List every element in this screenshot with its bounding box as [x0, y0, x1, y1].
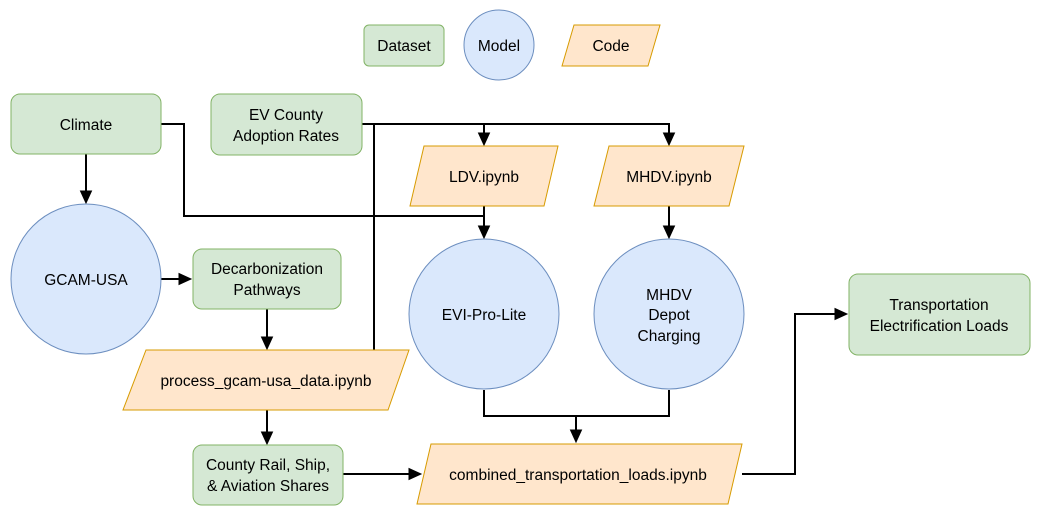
legend-model-label: Model — [478, 38, 520, 55]
edge-process-gcam-to-county-rail — [260, 410, 274, 446]
gcam-label: GCAM-USA — [44, 272, 128, 289]
evi-pro-label: EVI-Pro-Lite — [442, 307, 526, 324]
ev-county-label-line-2: Adoption Rates — [233, 128, 339, 145]
mhdv-depot-label-line-2: Depot — [648, 307, 690, 324]
mhdv-depot-label-line-1: MHDV — [646, 287, 692, 304]
edge-decarbonization-to-process-gcam — [260, 309, 274, 351]
edge-climate-to-gcam — [79, 154, 93, 205]
node-mhdv-depot-charging: MHDV Depot Charging — [593, 238, 745, 390]
node-decarbonization-pathways: Decarbonization Pathways — [192, 248, 342, 310]
node-ldv-ipynb: LDV.ipynb — [409, 145, 559, 207]
county-rail-label-line-1: County Rail, Ship, — [206, 457, 330, 474]
legend-model: Model — [463, 9, 535, 81]
node-transportation-electrification-loads: Transportation Electrification Loads — [848, 273, 1031, 356]
transport-loads-label-line-1: Transportation — [889, 297, 988, 314]
mhdv-depot-label-line-3: Charging — [638, 328, 701, 345]
ldv-label: LDV.ipynb — [449, 169, 519, 186]
decarb-label-line-2: Pathways — [233, 282, 300, 299]
node-combined-transportation-loads-ipynb: combined_transportation_loads.ipynb — [416, 443, 743, 505]
node-county-rail-ship-aviation-shares: County Rail, Ship, & Aviation Shares — [192, 444, 344, 506]
climate-label: Climate — [60, 117, 113, 134]
decarb-label-line-1: Decarbonization — [211, 261, 323, 278]
combined-label: combined_transportation_loads.ipynb — [449, 467, 707, 484]
ev-county-label-line-1: EV County — [249, 107, 323, 124]
transport-loads-label-line-2: Electrification Loads — [870, 318, 1009, 335]
node-gcam-usa: GCAM-USA — [10, 203, 162, 355]
edge-models-to-combined — [483, 390, 670, 444]
edge-ev-county-to-mhdv-code — [484, 123, 676, 147]
node-climate: Climate — [10, 93, 162, 155]
edge-gcam-to-decarbonization — [161, 272, 193, 286]
node-ev-county-adoption-rates: EV County Adoption Rates — [210, 93, 363, 156]
legend-dataset-label: Dataset — [377, 38, 431, 55]
edges — [79, 123, 849, 481]
legend: Dataset Model Code — [363, 9, 661, 81]
node-process-gcam-usa-data-ipynb: process_gcam-usa_data.ipynb — [122, 349, 410, 411]
mhdv-code-label: MHDV.ipynb — [626, 169, 712, 186]
legend-dataset: Dataset — [363, 24, 445, 67]
process-gcam-label: process_gcam-usa_data.ipynb — [160, 373, 371, 390]
county-rail-label-line-2: & Aviation Shares — [207, 478, 329, 495]
node-evi-pro-lite: EVI-Pro-Lite — [408, 238, 560, 390]
legend-code: Code — [561, 24, 661, 67]
edge-mhdv-code-to-mhdv-depot — [662, 206, 676, 240]
legend-code-label: Code — [592, 38, 629, 55]
edge-county-rail-to-combined — [343, 467, 423, 481]
node-mhdv-ipynb: MHDV.ipynb — [593, 145, 745, 207]
edge-ev-county-to-ldv — [362, 123, 491, 147]
edge-combined-to-transportation-loads — [742, 307, 849, 475]
